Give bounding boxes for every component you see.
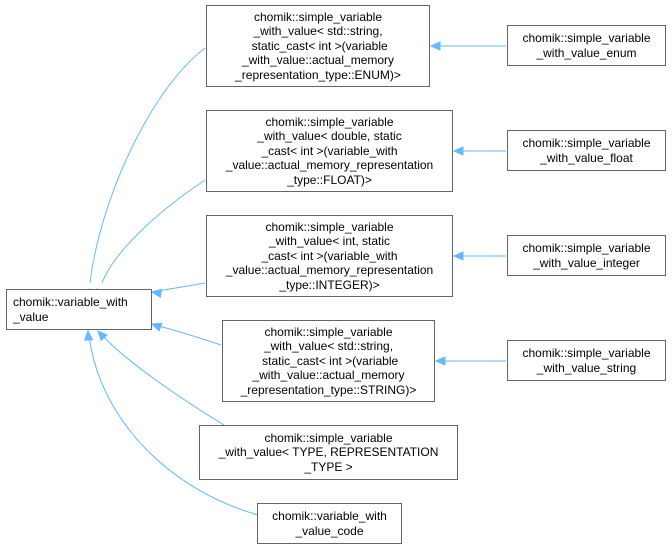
node-label-line: _with_value< double, static — [257, 129, 402, 144]
node-label-line: _cast< int >(variable_with — [261, 143, 398, 158]
node-label-line: chomik::simple_variable — [522, 346, 651, 360]
node-label-line: _with_value::actual_memory — [252, 368, 405, 383]
inheritance-edge-svw_string-to-base — [157, 325, 222, 346]
inheritance-arrowhead-svw_int-to-base — [150, 288, 163, 299]
inheritance-arrowhead-string-to-svw_string — [434, 356, 446, 366]
node-label-line: _value::actual_memory_representation — [225, 158, 434, 173]
inheritance-edge-svw_tmpl-to-base — [102, 335, 225, 426]
node-label-line: chomik::simple_variable — [264, 430, 393, 445]
node-label-line: chomik::simple_variable — [522, 31, 651, 45]
node-label-line: chomik::simple_variable — [522, 241, 651, 255]
node-label-line: _value_code — [295, 523, 364, 538]
node-label-line: _with_value< int, static — [268, 234, 391, 249]
inheritance-edge-svw_enum-to-base — [89, 47, 206, 284]
node-label-line: static_cast< int >(variable — [248, 38, 388, 53]
node-simple-variable-with-value-enum-template[interactable]: chomik::simple_variable_with_value< std:… — [206, 5, 430, 87]
node-label-line: static_cast< int >(variable — [258, 353, 399, 368]
node-simple-variable-with-value-float-template[interactable]: chomik::simple_variable_with_value< doub… — [206, 110, 453, 192]
node-variable-with-value[interactable]: chomik::variable_with_value — [6, 289, 152, 330]
node-label-line: _representation_type::STRING)> — [240, 382, 417, 397]
inheritance-arrowhead-svw_string-to-base — [150, 322, 163, 332]
inheritance-arrowhead-enum-to-svw_enum — [429, 41, 441, 51]
node-label-line: chomik::variable_with — [272, 509, 387, 523]
node-label-line: _with_value< std::string, — [263, 339, 394, 354]
node-label-line: _with_value_enum — [536, 45, 637, 60]
node-simple-variable-with-value-string-template[interactable]: chomik::simple_variable_with_value< std:… — [222, 320, 435, 402]
node-label-line: _value — [13, 309, 49, 324]
inheritance-arrowhead-svw_tmpl-to-base — [97, 330, 108, 342]
node-label-line: _with_value_float — [540, 150, 633, 165]
node-label-line: _value::actual_memory_representation — [225, 263, 434, 278]
node-simple-variable-with-value-integer-template[interactable]: chomik::simple_variable_with_value< int,… — [206, 215, 453, 297]
inheritance-edge-svw_int-to-base — [157, 282, 206, 292]
inheritance-arrowhead-code-to-base — [83, 329, 94, 341]
inheritance-edge-code-to-base — [88, 335, 259, 516]
node-label-line: chomik::simple_variable — [265, 114, 394, 129]
inheritance-arrowhead-float-to-svw_float — [452, 146, 464, 156]
node-label-line: chomik::simple_variable — [265, 219, 394, 234]
node-label-line: chomik::simple_variable — [264, 324, 393, 339]
node-simple-variable-with-value-generic-template[interactable]: chomik::simple_variable_with_value< TYPE… — [199, 425, 458, 480]
inheritance-arrowhead-integer-to-svw_int — [452, 251, 464, 261]
node-simple-variable-with-value-string[interactable]: chomik::simple_variable_with_value_strin… — [507, 340, 666, 381]
inheritance-edge-svw_float-to-base — [101, 179, 206, 284]
node-label-line: _with_value::actual_memory — [241, 53, 395, 68]
node-simple-variable-with-value-integer[interactable]: chomik::simple_variable_with_value_integ… — [507, 235, 666, 276]
node-label-line: _representation_type::ENUM)> — [235, 67, 401, 82]
node-label-line: _with_value< TYPE, REPRESENTATION — [218, 445, 439, 460]
node-label-line: chomik::variable_with — [13, 295, 128, 309]
node-label-line: _TYPE > — [304, 459, 353, 474]
node-label-line: _with_value< std::string, — [253, 24, 383, 39]
node-label-line: _type::FLOAT)> — [287, 172, 372, 187]
node-label-line: _with_value_integer — [533, 255, 640, 270]
node-label-line: _cast< int >(variable_with — [261, 248, 398, 263]
node-label-line: _type::INTEGER)> — [279, 277, 380, 292]
node-label-line: chomik::simple_variable — [253, 9, 383, 24]
node-label-line: _with_value_string — [536, 360, 637, 375]
node-simple-variable-with-value-float[interactable]: chomik::simple_variable_with_value_float — [507, 130, 666, 171]
node-variable-with-value-code[interactable]: chomik::variable_with_value_code — [257, 503, 402, 544]
node-label-line: chomik::simple_variable — [522, 136, 651, 150]
node-simple-variable-with-value-enum[interactable]: chomik::simple_variable_with_value_enum — [507, 25, 666, 66]
